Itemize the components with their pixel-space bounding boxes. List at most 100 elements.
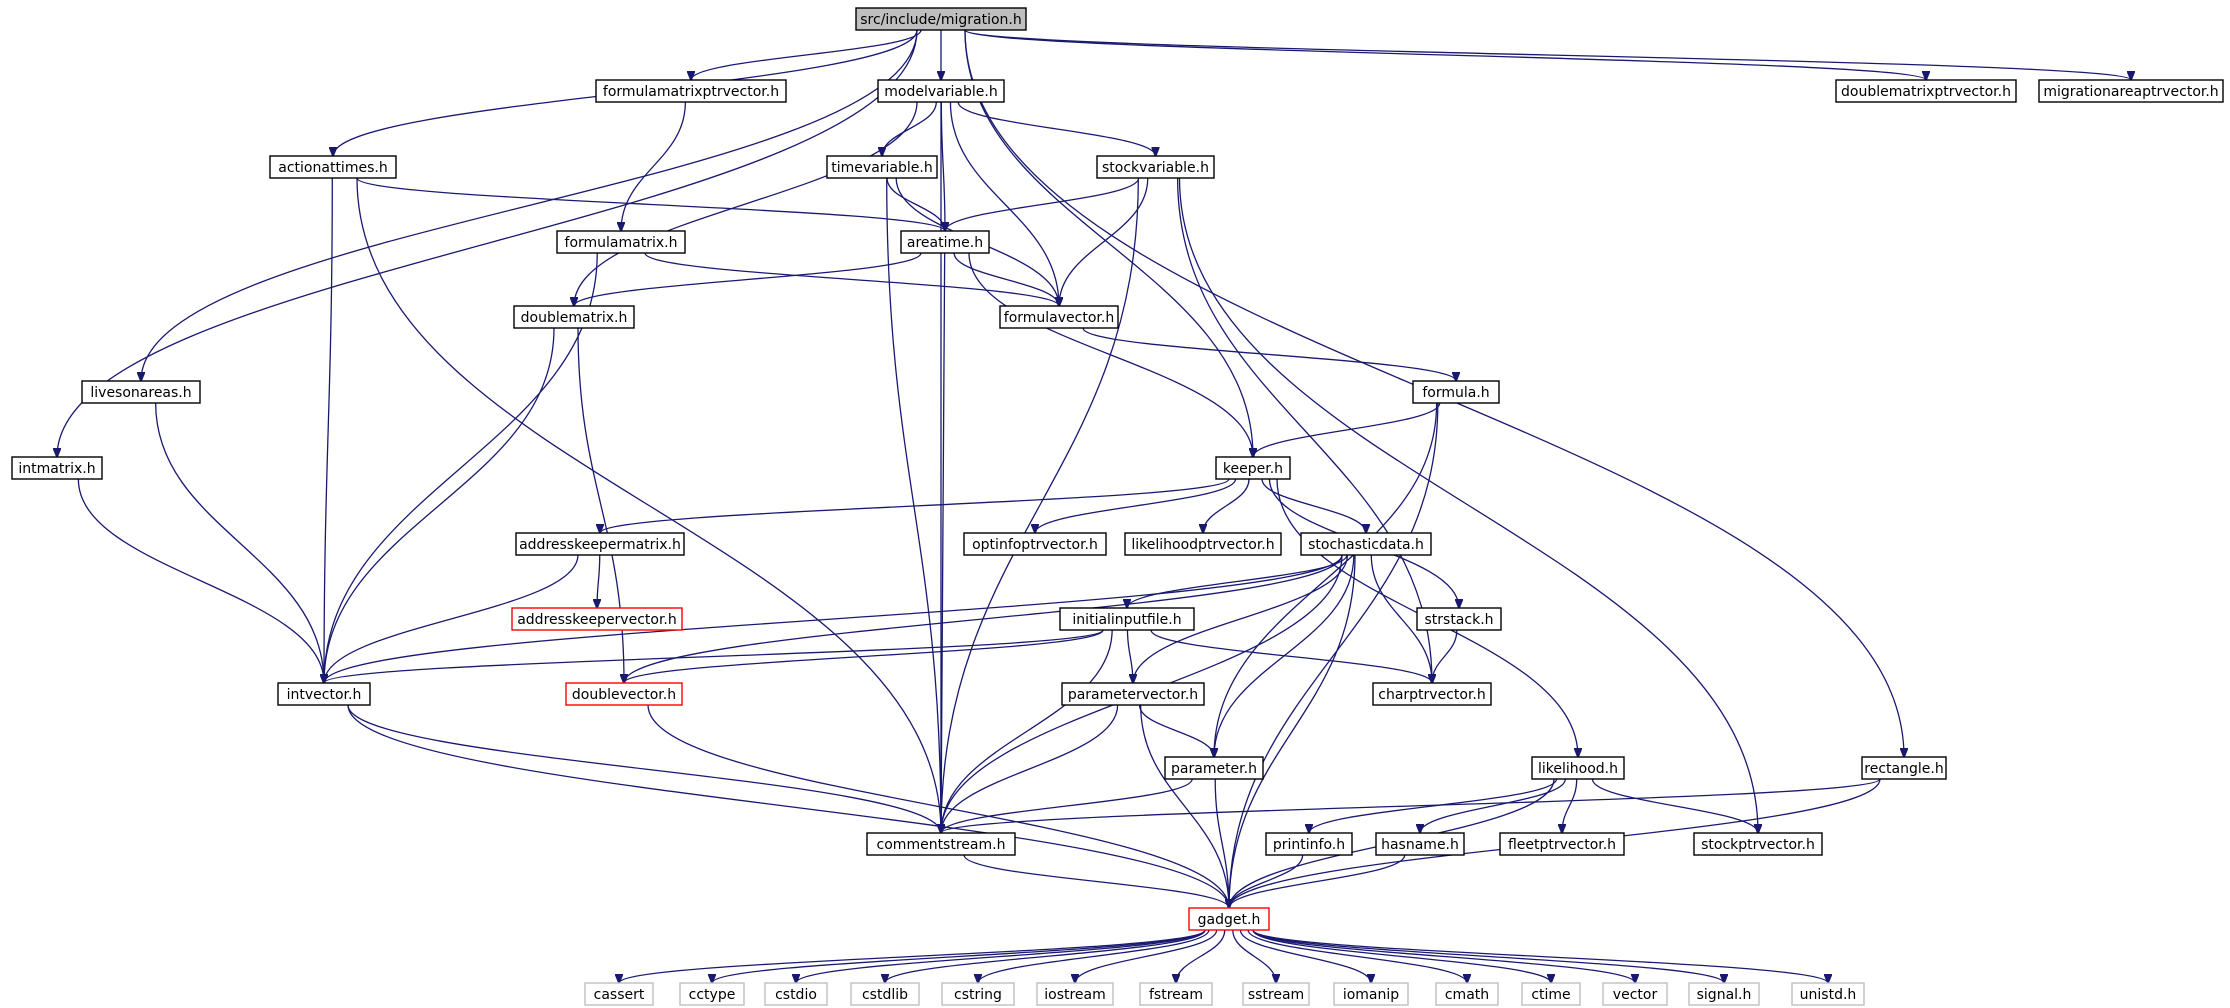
node-fleetptrvector[interactable]: fleetptrvector.h [1499,832,1625,856]
node-label: cmath [1445,987,1489,1003]
node-fstream[interactable]: fstream [1139,982,1213,1006]
node-vector[interactable]: vector [1602,982,1668,1006]
edge-formulamatrixptrvector-to-formulamatrix [621,101,687,231]
node-box [1372,682,1492,706]
edge-root-to-keeper [964,29,1253,457]
node-charptrvector[interactable]: charptrvector.h [1372,682,1492,706]
node-intmatrix[interactable]: intmatrix.h [11,456,103,480]
edge-parametervector-to-commentstream [941,704,1119,833]
node-formulamatrixptrvector[interactable]: formulamatrixptrvector.h [595,79,787,103]
node-addresskeepervector[interactable]: addresskeepervector.h [511,607,683,631]
node-areatime[interactable]: areatime.h [900,230,990,254]
node-formula[interactable]: formula.h [1412,380,1500,404]
node-doublematrixptrvector[interactable]: doublematrixptrvector.h [1835,79,2017,103]
node-cstdlib[interactable]: cstdlib [850,982,920,1006]
node-doublematrix[interactable]: doublematrix.h [513,305,635,329]
edge-areatime-to-formulavector [953,252,1059,306]
node-box [900,230,990,254]
node-sstream[interactable]: sstream [1242,982,1310,1006]
node-likelihoodptrvector[interactable]: likelihoodptrvector.h [1124,532,1282,556]
node-label: doublevector.h [572,687,676,703]
edge-gadget-to-iomanip [1239,929,1371,983]
node-cassert[interactable]: cassert [584,982,654,1006]
edge-rectangle-to-commentstream [941,778,1881,833]
node-box [81,380,201,404]
edge-stockvariable-to-formulavector [1059,177,1149,306]
node-iomanip[interactable]: iomanip [1333,982,1409,1006]
node-printinfo[interactable]: printinfo.h [1265,832,1353,856]
node-cctype[interactable]: cctype [679,982,745,1006]
node-stockptrvector[interactable]: stockptrvector.h [1693,832,1823,856]
edge-gadget-to-cmath [1247,929,1467,983]
edge-gadget-to-fstream [1176,929,1226,983]
node-commentstream[interactable]: commentstream.h [866,832,1016,856]
edge-modelvariable-to-timevariable [882,101,937,156]
node-box [826,155,938,179]
node-label: cstdlib [862,987,908,1003]
node-signal[interactable]: signal.h [1688,982,1760,1006]
node-cstdio[interactable]: cstdio [764,982,828,1006]
node-unistd[interactable]: unistd.h [1791,982,1865,1006]
node-addresskeepermatrix[interactable]: addresskeepermatrix.h [515,532,685,556]
node-label: intvector.h [287,687,362,703]
node-actionattimes[interactable]: actionattimes.h [269,155,397,179]
node-cmath[interactable]: cmath [1435,982,1499,1006]
node-keeper[interactable]: keeper.h [1215,456,1291,480]
node-box [2038,79,2224,103]
node-box [1435,982,1499,1006]
node-label: formulamatrix.h [565,235,678,251]
node-box [1791,982,1865,1006]
edge-keeper-to-optinfoptrvector [1035,478,1237,533]
edge-keeper-to-addresskeepermatrix [600,478,1230,533]
edge-stochasticdata-to-intvector [324,554,1343,683]
node-hasname[interactable]: hasname.h [1375,832,1465,856]
edge-likelihood-to-printinfo [1309,778,1558,833]
node-stockvariable[interactable]: stockvariable.h [1096,155,1215,179]
node-box [963,532,1107,556]
node-label: stochasticdata.h [1308,537,1424,553]
node-box [1531,756,1625,780]
node-migrationareaptrvector[interactable]: migrationareaptrvector.h [2038,79,2224,103]
edge-gadget-to-cstdio [796,929,1206,983]
edge-intmatrix-to-intvector [77,478,324,683]
nodes-layer: src/include/migration.h formulamatrixptrv… [11,7,2224,1006]
node-formulavector[interactable]: formulavector.h [999,305,1119,329]
node-label: optinfoptrvector.h [972,537,1098,553]
node-optinfoptrvector[interactable]: optinfoptrvector.h [963,532,1107,556]
node-box [595,79,787,103]
node-ctime[interactable]: ctime [1521,982,1581,1006]
edge-addresskeepermatrix-to-intvector [324,554,579,683]
node-likelihood[interactable]: likelihood.h [1531,756,1625,780]
edge-intvector-to-commentstream [347,704,941,833]
edge-printinfo-to-gadget [1229,854,1304,908]
edge-gadget-to-vector [1252,929,1635,983]
node-timevariable[interactable]: timevariable.h [826,155,938,179]
edge-keeper-to-likelihoodptrvector [1203,478,1250,533]
node-parameter[interactable]: parameter.h [1164,756,1264,780]
node-initialinputfile[interactable]: initialinputfile.h [1059,607,1195,631]
node-intvector[interactable]: intvector.h [277,682,371,706]
node-doublevector[interactable]: doublevector.h [565,682,683,706]
node-parametervector[interactable]: parametervector.h [1061,682,1205,706]
node-label: cctype [689,987,736,1003]
node-gadget[interactable]: gadget.h [1188,907,1270,931]
node-label: unistd.h [1800,987,1857,1003]
node-rectangle[interactable]: rectangle.h [1861,756,1947,780]
edge-intvector-to-gadget [347,704,1229,908]
node-box [941,982,1015,1006]
node-label: modelvariable.h [884,84,997,100]
node-label: initialinputfile.h [1072,612,1181,628]
node-livesonareas[interactable]: livesonareas.h [81,380,201,404]
edge-modelvariable-to-areatime [940,101,945,231]
node-cstring[interactable]: cstring [941,982,1015,1006]
node-box [1061,682,1205,706]
node-box [269,155,397,179]
node-root[interactable]: src/include/migration.h [855,7,1027,31]
node-strstack[interactable]: strstack.h [1416,607,1502,631]
node-modelvariable[interactable]: modelvariable.h [877,79,1005,103]
node-label: parametervector.h [1068,687,1198,703]
node-iostream[interactable]: iostream [1036,982,1114,1006]
node-label: parameter.h [1171,761,1257,777]
node-stochasticdata[interactable]: stochasticdata.h [1300,532,1432,556]
node-formulamatrix[interactable]: formulamatrix.h [556,230,686,254]
